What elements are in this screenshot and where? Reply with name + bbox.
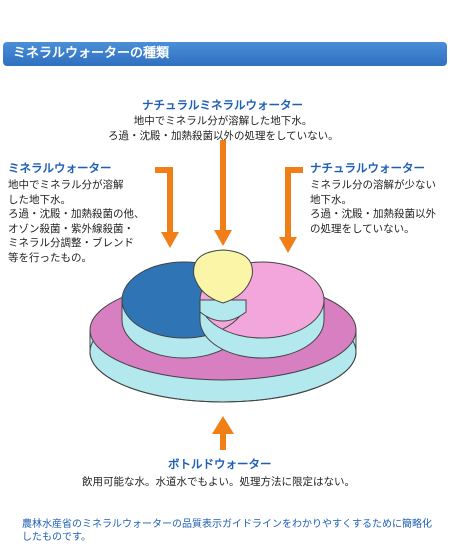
natural-mineral-water-lens [193, 249, 253, 322]
arrow-bottled [212, 416, 234, 450]
footnote: 農林水産省のミネラルウォーターの品質表示ガイドラインをわかりやすくするために簡略… [22, 519, 432, 543]
natural-mineral-desc: 地中でミネラル分が溶解した地下水。 ろ過・沈殿・加熱殺菌以外の処理をしていない。 [108, 115, 339, 142]
section-header: ミネラルウォーターの種類 [3, 42, 447, 66]
section-title: ミネラルウォーターの種類 [13, 46, 170, 61]
natural-desc: ミネラル分の溶解が少ない 地下水。 ろ過・沈殿・加熱殺菌以外 の処理をしていない… [310, 179, 436, 235]
mineral-desc: 地中でミネラル分が溶解 した地下水。 ろ過・沈殿・加熱殺菌の他、 オゾン殺菌・紫… [8, 179, 145, 264]
bottled-title: ボトルドウォーター [168, 457, 272, 471]
bottled-desc: 飲用可能な水。水道水でもよい。処理方法に限定はない。 [82, 476, 355, 488]
natural-mineral-title: ナチュラルミネラルウォーター [142, 98, 303, 112]
mineral-title: ミネラルウォーター [8, 161, 112, 175]
arrow-natural [279, 167, 303, 253]
natural-title: ナチュラルウォーター [310, 161, 425, 175]
arrow-natural-mineral [214, 140, 232, 246]
arrow-mineral [155, 167, 179, 248]
